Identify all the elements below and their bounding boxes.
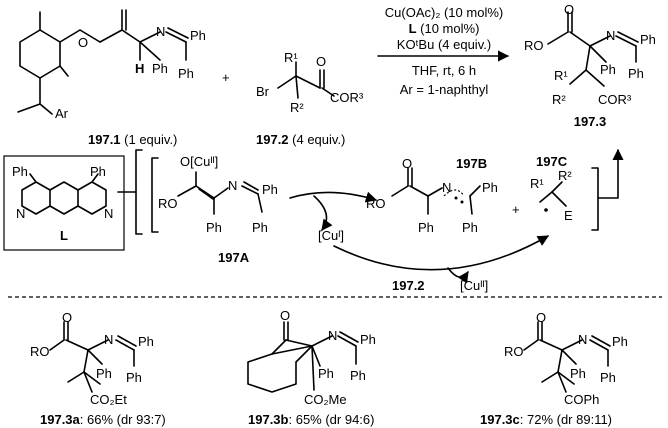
compound-label: 197.1 (1 equiv.) <box>88 132 177 147</box>
condition-solvent: THF, rt, 6 h <box>412 63 476 78</box>
ph-label: Ph <box>252 220 268 235</box>
condition-base: KOᵗBu (4 equiv.) <box>397 37 491 52</box>
ph-label: Ph <box>178 66 194 81</box>
nitrogen-label: N <box>16 206 25 221</box>
ph-label: Ph <box>482 180 498 195</box>
br-label: Br <box>256 84 270 99</box>
n-label: N <box>156 24 165 39</box>
example-label: 197.3b: 65% (dr 94:6) <box>248 412 374 427</box>
ph-label: Ph <box>600 370 616 385</box>
n-label: N <box>328 328 337 343</box>
r2-label: R² <box>558 168 572 183</box>
product-197-3: O RO N Ph Ph Ph R¹ R² COR³ 197.3 <box>524 2 656 129</box>
carbonyl-oxygen-label: O <box>316 54 326 69</box>
e-label: E <box>564 208 573 223</box>
nitrogen-label: N <box>104 206 113 221</box>
cor3-label: COR³ <box>330 90 364 105</box>
plus-sign: + <box>222 70 230 85</box>
carbonyl-oxygen-label: O <box>564 2 574 17</box>
n-label: N <box>578 332 587 347</box>
ro-label: RO <box>30 344 50 359</box>
carbonyl-oxygen-label: O <box>402 156 412 171</box>
ro-label: RO <box>504 344 524 359</box>
ar-label: Ar <box>55 106 69 121</box>
ph-label: Ph <box>418 220 434 235</box>
r2-label: R² <box>290 100 304 115</box>
copper-ii-label: [Cuᴵᴵ] <box>460 278 488 293</box>
example-197-3c: O RO N Ph Ph Ph COPh 197.3c: 72% (dr 89:… <box>480 310 628 427</box>
example-label: 197.3a: 66% (dr 93:7) <box>40 412 166 427</box>
ph-label: Ph <box>640 32 656 47</box>
ro-label: RO <box>158 196 178 211</box>
n-label: N <box>442 180 451 195</box>
ph-label: Ph <box>138 334 154 349</box>
ester-substituent-label: CO₂Et <box>90 392 127 407</box>
ph-label: Ph <box>90 164 106 179</box>
substrate-197-1: O H Ph N Ph Ph Ar 197.1 (1 equiv.) <box>17 9 206 147</box>
ligand-box: Ph Ph N N L <box>3 155 125 251</box>
compound-label: 197.3 <box>574 114 607 129</box>
r1-label: R¹ <box>284 50 298 65</box>
ester-oxygen-label: O <box>78 35 88 50</box>
ph-label: Ph <box>462 220 478 235</box>
carbonyl-oxygen-label: O <box>62 310 72 325</box>
intermediate-label: 197C <box>536 154 568 169</box>
n-label: N <box>104 332 113 347</box>
ph-label: Ph <box>612 334 628 349</box>
ph-label: Ph <box>12 164 28 179</box>
n-label: N <box>228 178 237 193</box>
set-arrow <box>289 191 378 203</box>
ester-substituent-label: CO₂Me <box>304 392 347 407</box>
ligand-frame <box>3 155 125 251</box>
intermediate-label: 197A <box>218 250 250 265</box>
example-197-3b: O N Ph Ph Ph CO₂Me 197.3b: 65% (dr 94:6) <box>247 308 376 427</box>
ph-label: Ph <box>628 66 644 81</box>
example-label: 197.3c: 72% (dr 89:11) <box>480 412 612 427</box>
oxidation-arrow <box>447 267 469 284</box>
ro-label: RO <box>366 196 386 211</box>
copper-i-label: [Cuᴵ] <box>318 228 344 243</box>
reagent-label: 197.2 <box>392 278 425 293</box>
substrate-197-2: O R¹ Br R² COR³ 197.2 (4 equiv.) <box>256 50 364 147</box>
ligand-label: L <box>60 228 68 243</box>
ketone-substituent-label: COPh <box>564 392 599 407</box>
ph-label: Ph <box>206 220 222 235</box>
copper-enolate-label: O[Cuᴵᴵ] <box>180 154 218 169</box>
r1-label: R¹ <box>530 176 544 191</box>
mechanism: O[Cuᴵᴵ] RO N Ph Ph Ph 197A [Cuᴵ] O RO N … <box>117 148 624 293</box>
r1-label: R¹ <box>554 68 568 83</box>
condition-ar-definition: Ar = 1-naphthyl <box>400 82 489 97</box>
n-label: N <box>606 28 615 43</box>
example-197-3a: O RO N Ph Ph Ph CO₂Et 197.3a: 66% (dr 93… <box>30 310 166 427</box>
ph-label: Ph <box>96 366 112 381</box>
plus-sign: + <box>512 202 520 217</box>
ph-label: Ph <box>600 62 616 77</box>
compound-label: 197.2 (4 equiv.) <box>256 132 345 147</box>
cor3-label: COR³ <box>598 92 632 107</box>
ph-label: Ph <box>360 332 376 347</box>
ph-label: Ph <box>190 28 206 43</box>
electron-transfer-arrow <box>313 195 333 231</box>
carbonyl-oxygen-label: O <box>280 308 290 323</box>
ph-label: Ph <box>350 368 366 383</box>
ph-label: Ph <box>152 61 168 76</box>
regeneration-arrow <box>333 235 549 271</box>
ph-label: Ph <box>126 370 142 385</box>
condition-catalyst: Cu(OAc)₂ (10 mol%) <box>385 5 503 20</box>
h-label: H <box>135 61 144 76</box>
condition-ligand: L (10 mol%) <box>409 21 480 36</box>
ph-label: Ph <box>262 182 278 197</box>
ph-label: Ph <box>318 366 334 381</box>
carbonyl-oxygen-label: O <box>536 310 546 325</box>
r2-label: R² <box>552 92 566 107</box>
intermediate-label: 197B <box>456 156 487 171</box>
ph-label: Ph <box>570 366 586 381</box>
ro-label: RO <box>524 38 544 53</box>
